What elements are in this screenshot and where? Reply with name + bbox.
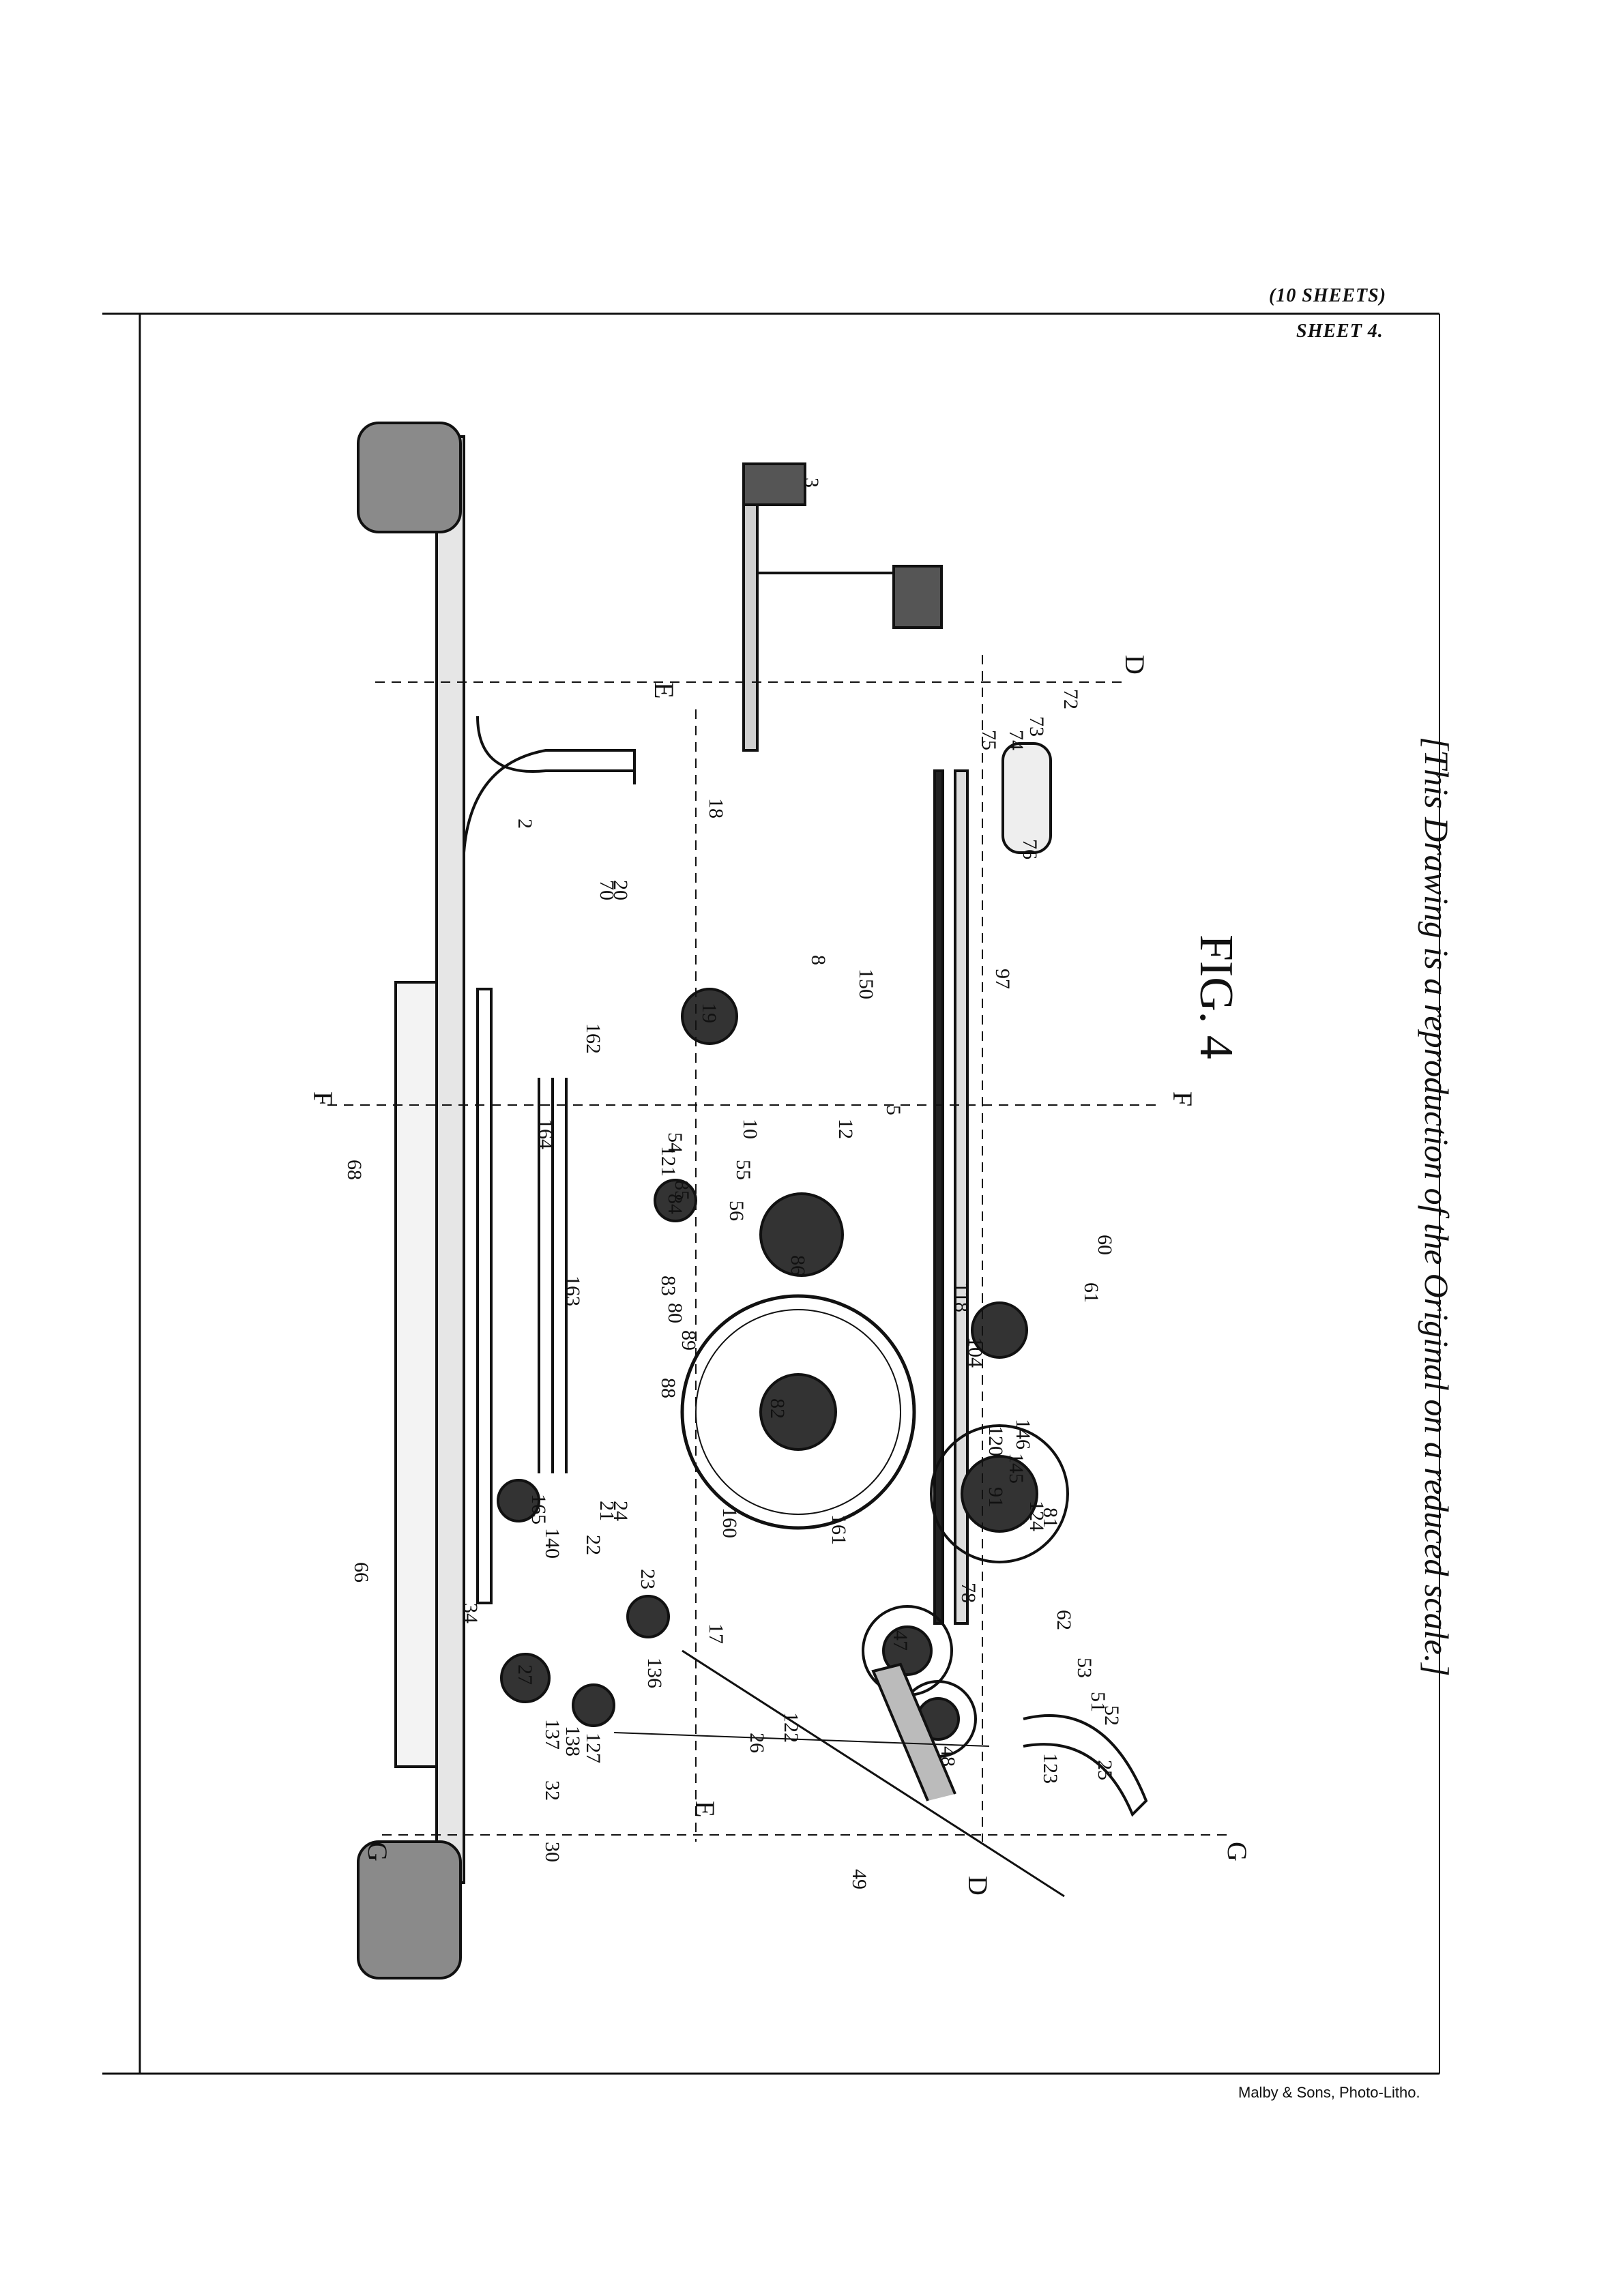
part-number-164: 164 [534,1119,557,1149]
frame-border [102,312,1440,2075]
part-number-21: 21 [596,1501,618,1521]
part-number-86: 86 [787,1255,809,1276]
part-number-73: 73 [1025,716,1048,737]
part-number-146: 146 [1012,1419,1034,1449]
machine-body [357,422,1148,1979]
section-mark-d-top: D [1120,655,1150,675]
part-number-61: 61 [1080,1282,1102,1303]
part-number-76: 76 [1019,839,1041,859]
part-number-161: 161 [828,1514,850,1545]
section-mark-g-left: G [362,1842,393,1861]
part-number-91: 91 [984,1487,1007,1507]
part-number-104: 104 [964,1337,986,1368]
section-mark-g-right: G [1222,1842,1253,1861]
section-lines [327,655,1228,1842]
section-mark-e-top: E [649,682,679,698]
part-number-55: 55 [732,1160,755,1180]
part-number-72: 72 [1059,689,1082,709]
part-number-70: 70 [596,880,618,900]
figure-title: FIG. 4 [1190,934,1242,1059]
part-number-26: 26 [746,1733,768,1753]
part-number-47: 47 [889,1630,911,1651]
part-number-52: 52 [1100,1705,1123,1726]
part-number-2: 2 [514,819,536,829]
part-number-74: 74 [1005,730,1027,750]
section-mark-d-bottom: D [963,1876,993,1896]
part-number-150: 150 [855,969,877,999]
part-number-24: 24 [609,1501,632,1521]
part-number-53: 53 [1073,1658,1096,1678]
part-number-81: 81 [1039,1507,1062,1528]
part-number-68: 68 [343,1160,366,1180]
part-number-82: 82 [766,1398,789,1419]
part-number-34: 34 [459,1603,482,1623]
part-number-62: 62 [1053,1610,1075,1630]
sheet-number-header: SHEET 4. [1296,321,1384,342]
part-number-97: 97 [991,969,1014,989]
section-mark-e-bottom: E [690,1801,720,1817]
part-number-66: 66 [350,1562,372,1583]
printer-credit: Malby & Sons, Photo-Litho. [1238,2084,1420,2101]
section-mark-labels: D E F F G G D E [308,655,1253,1896]
part-number-138: 138 [561,1726,584,1756]
part-number-27: 27 [514,1664,536,1685]
part-number-122: 122 [780,1712,802,1743]
part-number-89: 89 [677,1330,700,1351]
part-number-30: 30 [541,1842,564,1862]
part-number-23: 23 [637,1569,659,1589]
part-number-123: 123 [1039,1753,1062,1784]
part-number-160: 160 [718,1507,741,1538]
part-number-140: 140 [541,1528,564,1559]
part-number-163: 163 [561,1276,584,1306]
part-number-3: 3 [800,477,823,488]
part-number-75: 75 [978,730,1000,750]
part-number-136: 136 [643,1658,666,1688]
part-number-120: 120 [984,1426,1007,1456]
part-number-121: 121 [657,1146,679,1177]
part-number-19: 19 [698,1003,720,1023]
part-number-25: 25 [1094,1760,1116,1780]
part-number-32: 32 [541,1780,564,1801]
part-number-49: 49 [848,1869,871,1889]
part-number-51: 51 [1087,1692,1109,1712]
part-number-88: 88 [657,1378,679,1398]
part-number-162: 162 [582,1023,604,1054]
part-number-145: 145 [1005,1453,1027,1484]
section-mark-f-left: F [308,1091,338,1106]
part-number-18: 18 [705,798,727,819]
part-number-165: 165 [527,1494,550,1525]
part-number-83: 83 [657,1276,679,1296]
part-number-56: 56 [725,1201,748,1221]
part-number-8: 8 [807,955,830,965]
part-number-20: 20 [609,880,632,900]
part-number-17: 17 [705,1623,727,1644]
part-number-12: 12 [834,1119,857,1139]
part-number-48: 48 [937,1746,959,1767]
part-number-5: 5 [882,1105,905,1115]
sheet-count-header: (10 SHEETS) [1269,285,1387,306]
part-number-10: 10 [739,1119,761,1139]
part-number-22: 22 [582,1535,604,1555]
part-number-60: 60 [1094,1235,1116,1255]
part-number-137: 137 [541,1719,564,1750]
part-number-127: 127 [582,1733,604,1763]
part-number-118: 118 [950,1282,973,1312]
reproduction-note: [This Drawing is a reproduction of the O… [1418,737,1456,1677]
part-number-124: 124 [1025,1501,1048,1531]
part-number-85: 85 [671,1180,693,1201]
part-number-78: 78 [957,1583,980,1603]
part-number-84: 84 [664,1194,686,1214]
part-number-80: 80 [664,1303,686,1323]
section-mark-f-right: F [1167,1091,1198,1106]
part-number-54: 54 [664,1132,686,1153]
